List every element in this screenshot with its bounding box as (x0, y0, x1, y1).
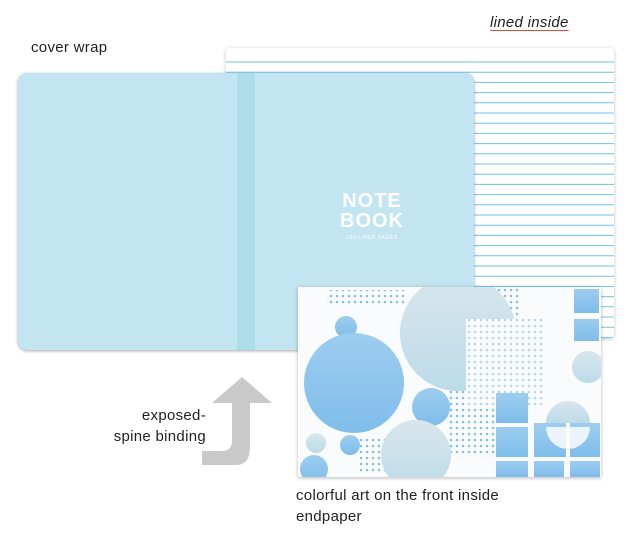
colorful-art-line1: colorful art on the front inside (296, 487, 500, 504)
medium-blue-circle (412, 388, 450, 426)
blue-tile (496, 393, 528, 423)
small-pale-circle (306, 433, 326, 453)
notebook-subtitle: 160 LINED PAGES (346, 235, 398, 241)
dot-grid (326, 290, 406, 304)
small-blue-circle (335, 316, 357, 338)
endpaper-pattern (300, 287, 601, 477)
notebook-cover: NOTE BOOK 160 LINED PAGES (18, 73, 474, 350)
lined-inside-label: lined inside (490, 14, 569, 31)
blue-tile (574, 289, 599, 313)
curved-up-arrow-icon (202, 377, 272, 465)
small-blue-circle (340, 435, 360, 455)
cover-wrap-label: cover wrap (31, 39, 108, 56)
blue-tile (496, 461, 528, 477)
exposed-spine-label: exposed- spine binding (108, 405, 206, 447)
blue-tile (574, 319, 599, 341)
small-blue-circle (300, 455, 328, 477)
exposed-spine-line2: spine binding (113, 428, 206, 445)
notebook-title-line1: NOTE (342, 190, 402, 212)
notebook-title-line2: BOOK (340, 210, 404, 232)
half-circle (546, 427, 590, 449)
half-circle (546, 401, 590, 423)
colorful-art-label: colorful art on the front inside endpape… (296, 485, 596, 527)
elastic-band (237, 73, 255, 350)
blue-tile (534, 461, 564, 477)
blue-tile (570, 461, 600, 477)
large-blue-circle (304, 333, 404, 433)
blue-tile (496, 427, 528, 457)
large-pale-circle (381, 420, 451, 477)
notebook-title: NOTE BOOK (324, 191, 420, 231)
endpaper-art (298, 287, 601, 477)
pale-circle (572, 351, 601, 383)
exposed-spine-line1: exposed- (141, 407, 206, 424)
colorful-art-line2: endpaper (296, 508, 362, 525)
